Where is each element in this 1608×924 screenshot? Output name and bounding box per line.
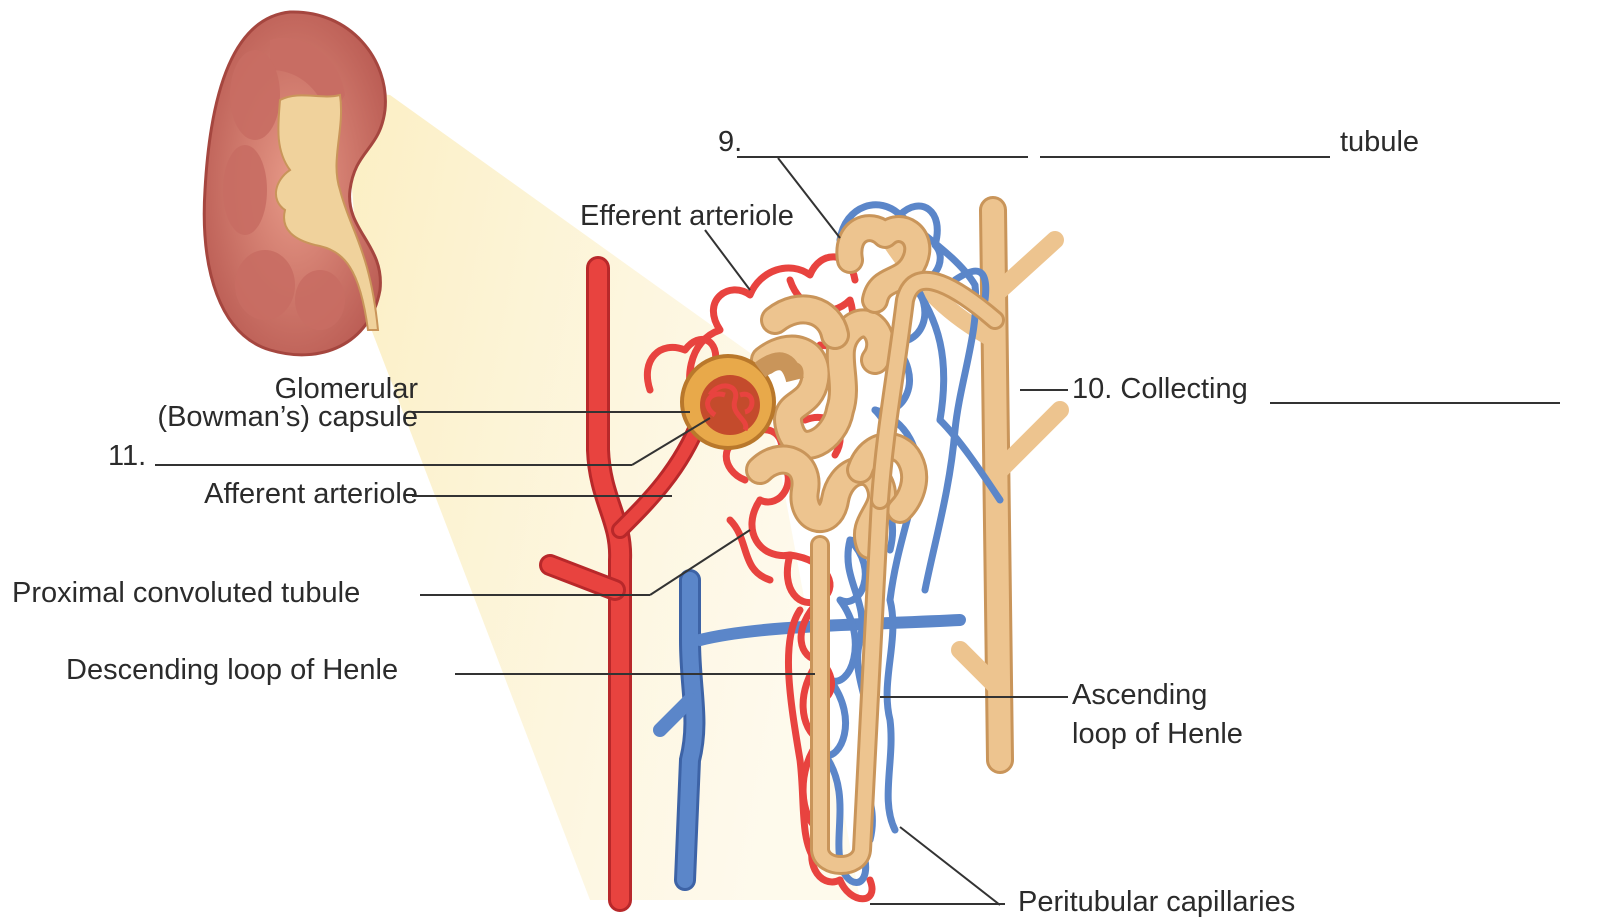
efferent-arteriole-label: Efferent arteriole <box>580 200 794 233</box>
peritubular-capillaries-label: Peritubular capillaries <box>1018 886 1295 919</box>
question-9-number: 9. <box>718 126 742 159</box>
question-11-number: 11. <box>108 440 146 473</box>
proximal-convoluted-tubule-label: Proximal convoluted tubule <box>12 577 360 610</box>
question-9-suffix: tubule <box>1340 126 1419 159</box>
glomerular-capsule-label-line2: (Bowman’s) capsule <box>157 401 418 434</box>
afferent-arteriole-label: Afferent arteriole <box>204 478 418 511</box>
ascending-loop-label-line2: loop of Henle <box>1072 718 1243 751</box>
ascending-loop-label-line1: Ascending <box>1072 679 1207 712</box>
descending-loop-label: Descending loop of Henle <box>66 654 398 687</box>
question-10-label: 10. Collecting <box>1072 373 1248 406</box>
